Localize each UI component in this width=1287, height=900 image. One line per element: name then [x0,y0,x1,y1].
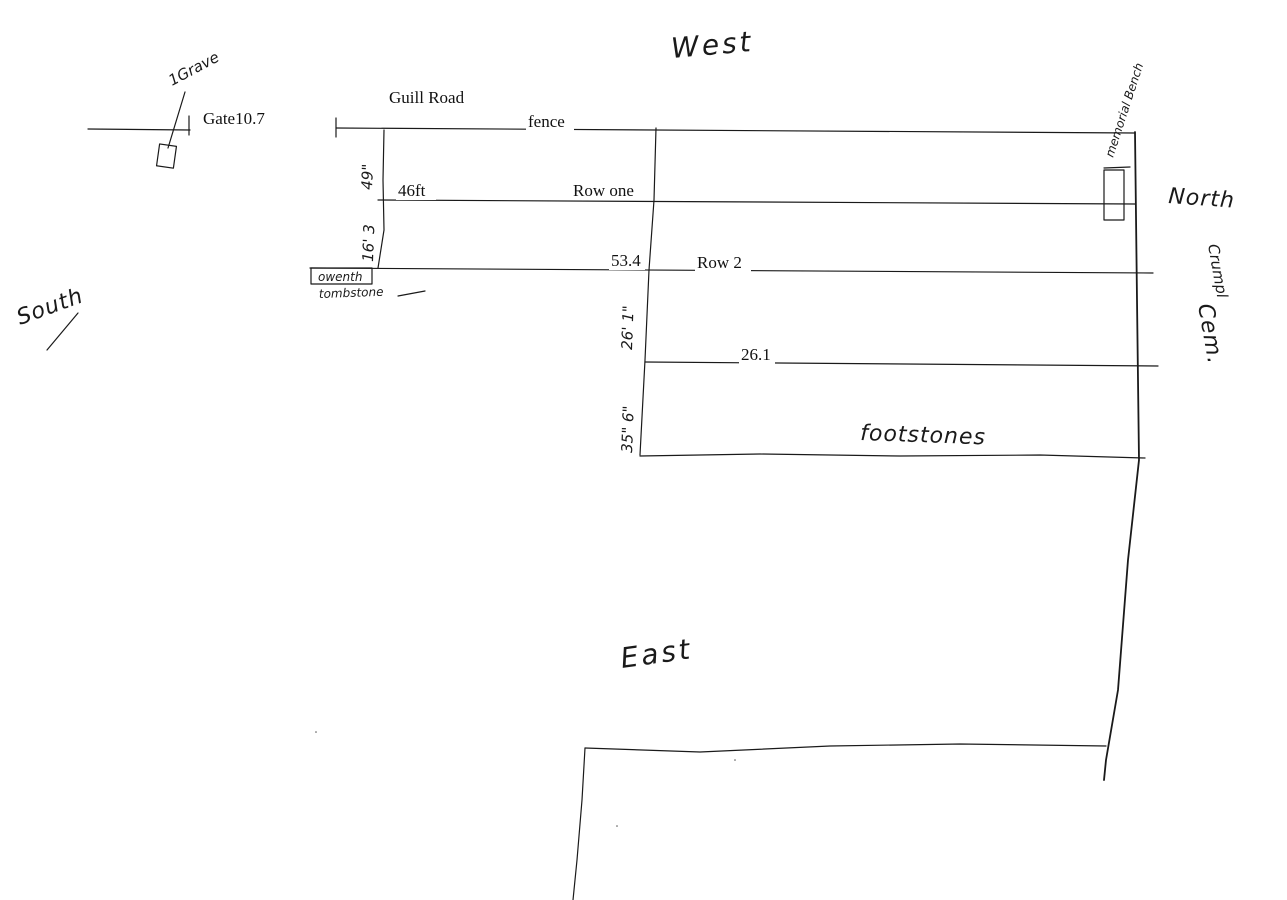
west-label: West [670,25,755,65]
crumpler-label: Crumpl [1204,243,1231,301]
crumpler-cem-label: Cem. [1192,302,1227,367]
fence-label: fence [528,112,565,131]
left-post-line [377,129,385,269]
row-one-label: Row one [573,181,634,200]
north-label: North [1168,184,1236,214]
footstones-line [639,453,1146,459]
fence-label-bg [526,114,574,132]
speck [616,825,618,827]
measure-53-4: 53.4 [611,251,641,270]
measure-35in6: 35" 6" [618,405,638,453]
measure-46ft: 46ft [398,181,426,200]
row-two-label-bg [695,254,751,272]
memorial-bench-box [1103,169,1125,221]
grave-pointer-line [167,91,186,149]
grave-marker [155,143,178,169]
row-26-1-line [644,361,1159,367]
east-boundary-line [584,743,1107,753]
south-label: South [14,284,87,331]
east-label: East [618,632,694,675]
measure-26-1: 26.1 [741,345,771,364]
road-label: Guill Road [389,88,465,107]
row-one-line [377,199,1136,205]
tombstone-label: tombstone [319,285,384,301]
bench-tick [1103,166,1131,169]
tombstone-underline [397,290,426,297]
fence-line [335,127,1136,134]
row-one-labels-bg [396,182,436,200]
gate-label: Gate10.7 [203,109,265,128]
measure-16ft3: 16' 3 [359,224,378,262]
memorial-bench-label: memorial Bench [1103,61,1147,159]
row-two-label: Row 2 [697,253,742,272]
speck [315,731,317,733]
speck [734,759,736,761]
footstones-label: footstones [860,421,987,450]
middle-post-line [639,127,657,456]
owen-tombstone-label: owenth [318,270,362,284]
row-one-label-bg [571,182,643,200]
owen-tombstone-box [310,267,373,285]
east-left-edge [572,747,586,900]
row-two-measure-bg [609,252,645,270]
grave-label: 1Grave [165,48,222,90]
right-boundary-line [1103,131,1140,781]
gate-line [87,128,191,131]
south-mark-line [46,312,79,351]
measure-26ft1in: 26' 1" [618,305,638,350]
measure-49in: 49" [358,164,377,191]
row-26-1-label-bg [739,346,775,364]
